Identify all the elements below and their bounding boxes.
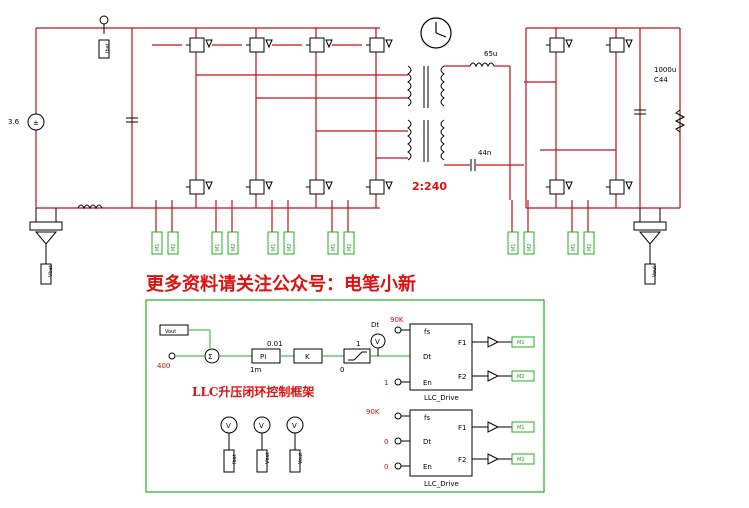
drive2-dt-value: 0: [384, 438, 388, 446]
gate-tag-primary: [283, 231, 295, 255]
svg-text:±: ±: [33, 119, 39, 127]
svg-text:Σ: Σ: [208, 353, 212, 361]
control-title: LLC升压闭环控制框架: [192, 384, 314, 399]
drive1-out2: M2: [517, 374, 525, 380]
gate-tag-secondary: [567, 231, 579, 255]
gate-tag-primary-label: M1: [271, 244, 277, 252]
drive1-fs: fs: [424, 328, 430, 336]
control-diagram: Σ: [159, 323, 535, 477]
gate-tag-primary: [327, 231, 339, 255]
limiter-low: 0: [340, 366, 344, 374]
meter-tag-ibat: Ibat: [232, 454, 238, 464]
gate-tag-primary-label: M2: [347, 244, 353, 252]
drive1-en: En: [423, 379, 432, 387]
gate-tag-primary: [167, 231, 179, 255]
drive1-f2: F2: [458, 373, 466, 381]
drive2-en: En: [423, 463, 432, 471]
gate-tag-secondary: [583, 231, 595, 255]
output-cap-name: C44: [654, 76, 668, 84]
gate-tag-secondary-label: M1: [511, 244, 517, 252]
gate-tag-secondary: [523, 231, 535, 255]
source-value: 3.6: [8, 118, 20, 126]
meter2-label: V: [259, 422, 264, 430]
output-cap-value: 1000u: [654, 66, 676, 74]
banner-text: 更多资料请关注公众号：电笔小新: [146, 273, 416, 295]
meter-label: V: [375, 338, 380, 346]
gate-tag-primary-label: M2: [171, 244, 177, 252]
primary-bridge: [152, 28, 393, 208]
gate-tag-primary-label: M1: [215, 244, 221, 252]
drive2-f1: F1: [458, 424, 466, 432]
reference-value: 400: [157, 362, 170, 370]
dt-label: Dt: [371, 321, 379, 329]
input-section: ±: [27, 15, 380, 285]
drive1-name: LLC_Drive: [424, 394, 459, 402]
probe-vbat: Vbat: [48, 265, 54, 277]
voltmeter-icon: [370, 333, 386, 349]
gate-tag-secondary-label: M1: [571, 244, 577, 252]
probe-ibat: Ibat: [105, 43, 111, 53]
drive1-dt: Dt: [423, 353, 431, 361]
dc-source-icon: [27, 113, 45, 131]
k-label: K: [305, 353, 310, 361]
gate-tags: M1 M2 M1 M2 M1 M2 M1 M2 M1 M2 M1 M2: [151, 200, 595, 255]
meter3-label: V: [292, 422, 297, 430]
drive2-out1: M1: [517, 425, 525, 431]
pi-label: PI: [260, 353, 266, 361]
gate-tag-secondary-label: M2: [587, 244, 593, 252]
gate-tag-primary: [343, 231, 355, 255]
vout-tag: Vout: [165, 329, 176, 335]
clock-icon: [420, 17, 452, 49]
pi-sub: 1m: [250, 366, 261, 374]
gate-tag-primary: [267, 231, 279, 255]
gate-tag-primary: [227, 231, 239, 255]
gate-tag-primary-label: M1: [155, 244, 161, 252]
freq-label: 90K: [390, 316, 404, 324]
gate-tag-primary-label: M1: [331, 244, 337, 252]
gate-tag-secondary-label: M2: [527, 244, 533, 252]
pi-value: 0.01: [267, 340, 283, 348]
meter-tag-vout: Vout: [298, 453, 304, 464]
gate-tag-primary-label: M2: [231, 244, 237, 252]
transformer-ratio: 2:240: [412, 180, 447, 193]
llc-drive-2: [409, 409, 473, 477]
gate-tag-primary: [211, 231, 223, 255]
probe-vout: Vout: [652, 266, 658, 277]
limiter-high: 1: [356, 340, 360, 348]
gate-tag-primary: [151, 231, 163, 255]
drive2-name: LLC_Drive: [424, 480, 459, 488]
capacitor-value: 44n: [478, 149, 491, 157]
llc-drive-1: [409, 323, 473, 391]
drive2-fs: fs: [424, 414, 430, 422]
meter-tag-vbat: Vbat: [265, 452, 271, 464]
meter1-label: V: [226, 422, 231, 430]
drive2-en-value: 0: [384, 463, 388, 471]
inductor-icon: [77, 204, 103, 210]
control-frame: [145, 299, 545, 493]
drive2-dt: Dt: [423, 438, 431, 446]
drive2-f2: F2: [458, 456, 466, 464]
drive1-out1: M1: [517, 340, 525, 346]
gate-tag-secondary: [507, 231, 519, 255]
drive1-en-value: 1: [384, 379, 388, 387]
drive2-fs-value: 90K: [366, 408, 380, 416]
inductor-value: 65u: [484, 50, 497, 58]
drive1-f1: F1: [458, 339, 466, 347]
drive2-out2: M2: [517, 457, 525, 463]
gate-tag-primary-label: M2: [287, 244, 293, 252]
transformer: [196, 62, 524, 200]
secondary-bridge: [524, 27, 686, 285]
